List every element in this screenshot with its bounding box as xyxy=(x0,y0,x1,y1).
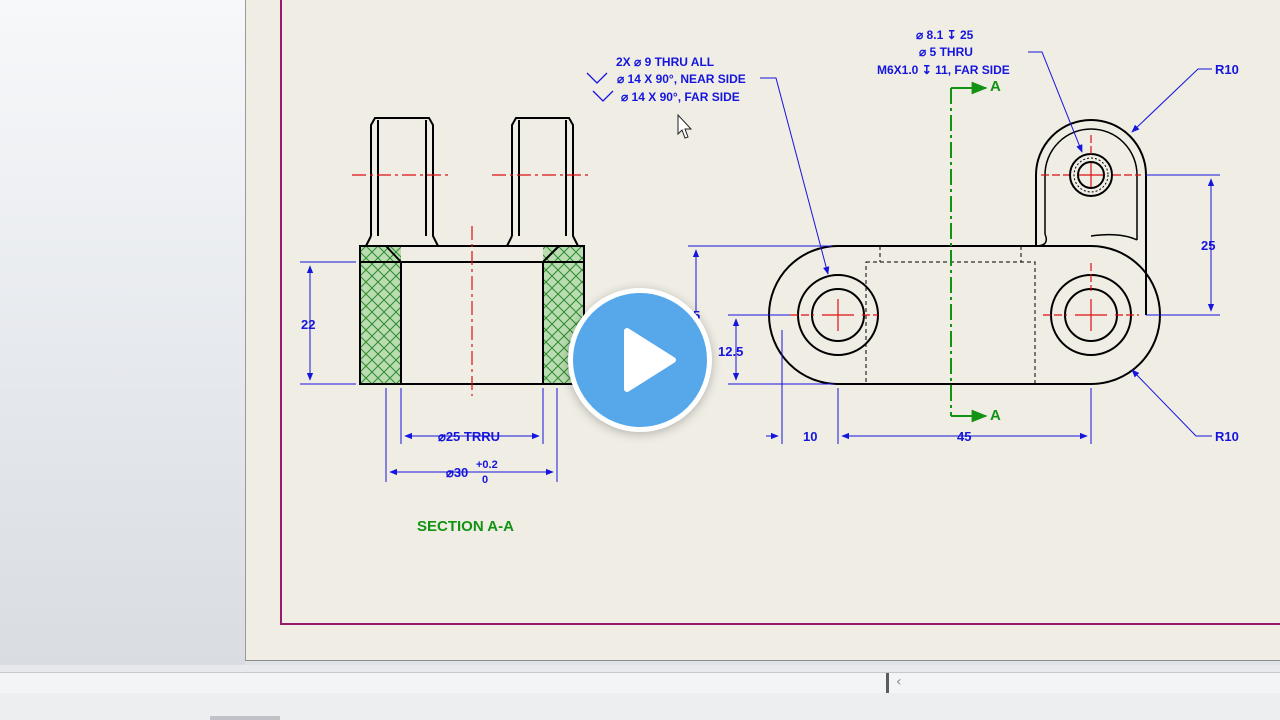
section-title: SECTION A-A xyxy=(417,518,514,535)
radius-top: R10 xyxy=(1215,62,1239,77)
dim-tol-lower: 0 xyxy=(482,474,488,486)
section-centerlines xyxy=(352,174,592,396)
sheet-border xyxy=(280,0,1280,625)
mouse-cursor-icon xyxy=(677,113,693,139)
drawing-sheet[interactable] xyxy=(245,0,1280,661)
status-bar-segment xyxy=(210,716,280,720)
scroll-left-icon[interactable]: ‹ xyxy=(896,674,902,690)
note-tapped-line3: M6X1.0 ↧ 11, FAR SIDE xyxy=(877,63,1010,77)
countersink-symbol-icon xyxy=(592,90,614,102)
dim-bore-25: ⌀25 TRRU xyxy=(438,429,500,444)
dim-10: 10 xyxy=(803,429,817,444)
main-centerlines xyxy=(790,135,1141,331)
dim-tol-upper: +0.2 xyxy=(476,459,498,471)
dim-height-22: 22 xyxy=(301,317,315,332)
radius-bottom: R10 xyxy=(1215,429,1239,444)
countersink-symbol-icon xyxy=(586,72,608,84)
status-bar xyxy=(0,693,1280,720)
left-panel xyxy=(0,0,245,665)
main-dimensions xyxy=(688,51,1220,444)
dim-25: 25 xyxy=(1201,238,1215,253)
scrollbar-thumb-edge[interactable] xyxy=(886,673,889,693)
section-label-top: A xyxy=(990,78,1001,95)
play-icon xyxy=(624,328,676,392)
section-dimensions xyxy=(300,261,558,482)
play-button[interactable] xyxy=(568,288,712,432)
note-holes-line1: 2X ⌀ 9 THRU ALL xyxy=(616,55,714,69)
horizontal-scrollbar[interactable]: ‹ xyxy=(0,672,1280,694)
dim-45: 45 xyxy=(957,429,971,444)
note-holes-line2: ⌀ 14 X 90°, NEAR SIDE xyxy=(617,72,746,86)
note-tapped-line2: ⌀ 5 THRU xyxy=(919,45,973,59)
dim-bore-30: ⌀30 xyxy=(446,465,468,480)
section-label-bottom: A xyxy=(990,407,1001,424)
note-tapped-line1: ⌀ 8.1 ↧ 25 xyxy=(916,28,974,42)
section-cut-line xyxy=(950,81,988,423)
note-holes-line3: ⌀ 14 X 90°, FAR SIDE xyxy=(621,90,740,104)
dim-12-5: 12.5 xyxy=(718,344,743,359)
main-view xyxy=(768,119,1161,385)
